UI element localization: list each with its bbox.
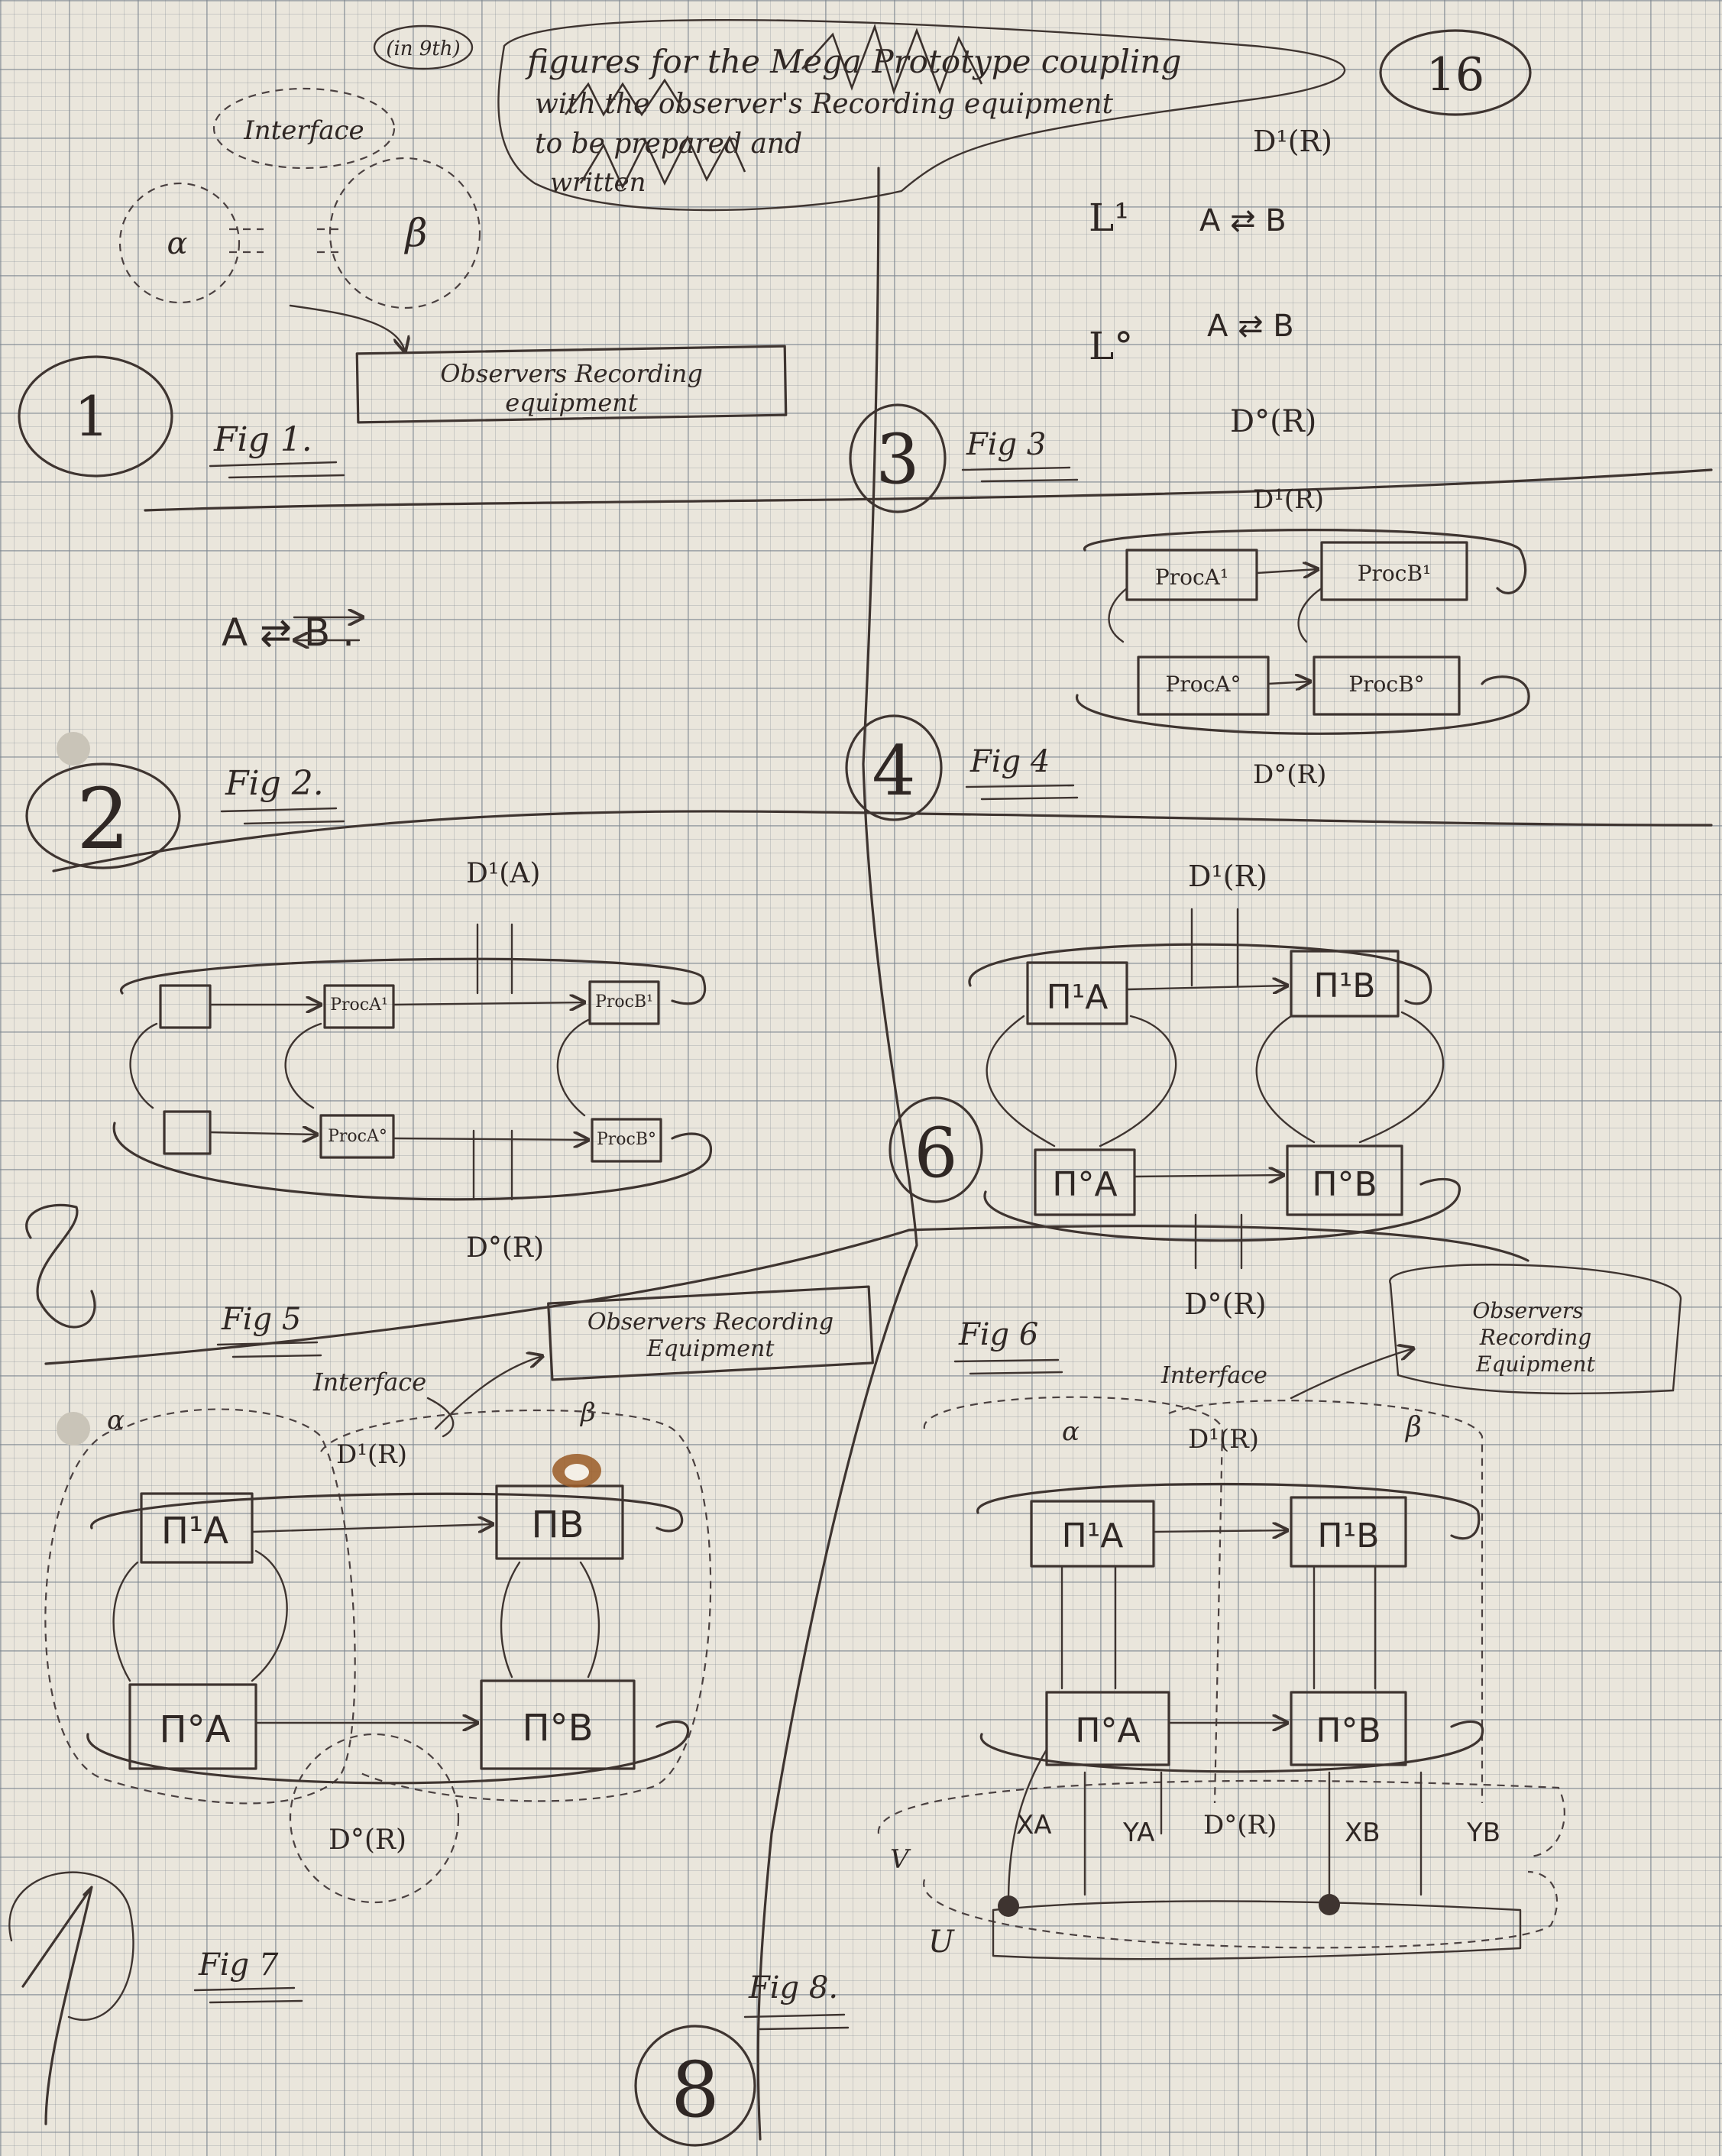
fig5-box-a0: ProcA° — [328, 1127, 387, 1146]
fig6-number: 6 — [914, 1113, 957, 1193]
fig3-caption: Fig 3 — [966, 427, 1046, 462]
fig8-xa: XA — [1016, 1810, 1052, 1840]
fig5-box-b1: ProcB¹ — [595, 992, 653, 1012]
fig7-box-b0: Π°B — [522, 1707, 593, 1750]
fig6-bottom-label: D°(R) — [1184, 1287, 1267, 1321]
fig4-caption: Fig 4 — [969, 744, 1050, 779]
fig7-interface-label: Interface — [312, 1368, 426, 1397]
fig3-L1: L¹ — [1089, 196, 1129, 240]
header-line-3: to be prepared and — [535, 128, 802, 160]
fig7-bottom-label: D°(R) — [329, 1824, 406, 1856]
fig2-number: 2 — [76, 770, 130, 868]
fig6-box-b0: Π°B — [1312, 1165, 1377, 1204]
fig1-recorder-line2: equipment — [505, 388, 638, 417]
fig8-number: 8 — [671, 2045, 720, 2135]
header-line-4: written — [550, 167, 646, 198]
fig4-box-a1: ProcA¹ — [1155, 565, 1228, 590]
fig7-caption: Fig 7 — [198, 1947, 279, 1983]
fig2-caption: Fig 2. — [225, 764, 324, 803]
fig3-number: 3 — [876, 419, 919, 500]
fig4-top-label: D¹(R) — [1253, 484, 1324, 515]
fig3-rel1: A ⇄ B — [1199, 203, 1287, 238]
fig8-box-b0: Π°B — [1316, 1711, 1381, 1750]
figure-4: D¹(R) ProcA¹ ProcB¹ ProcA° ProcB° D°(R) … — [846, 484, 1529, 820]
fig3-bottom-label: D°(R) — [1230, 404, 1316, 439]
header-note: (in 9th) figures for the Mega Prototype … — [374, 20, 1345, 210]
fig8-interface-label: Interface — [1160, 1362, 1267, 1389]
fig8-box-a1: Π¹A — [1062, 1517, 1124, 1555]
fig8-xb: XB — [1345, 1818, 1381, 1848]
fig6-box-a0: Π°A — [1052, 1165, 1117, 1204]
fig5-bottom-label: D°(R) — [466, 1232, 544, 1264]
fig8-sensor-b — [1319, 1894, 1340, 1915]
fig7-box-a0: Π°A — [160, 1708, 231, 1751]
fig8-recorder-line3: Equipment — [1475, 1352, 1595, 1377]
header-corner-tag: (in 9th) — [386, 37, 460, 60]
fig3-L0: L° — [1089, 324, 1133, 368]
fig1-interface-label: Interface — [243, 115, 364, 146]
fig8-box-b1: Π¹B — [1318, 1517, 1380, 1555]
fig8-yb: YB — [1466, 1818, 1500, 1848]
fig4-box-a0: ProcA° — [1166, 672, 1241, 697]
fig1-number: 1 — [74, 384, 109, 448]
header-line-1: figures for the Mega Prototype coupling — [525, 43, 1181, 80]
fig8-sensor-a — [998, 1895, 1019, 1917]
fig6-top-label: D¹(R) — [1188, 859, 1267, 893]
fig6-caption: Fig 6 — [958, 1317, 1038, 1352]
fig5-caption: Fig 5 — [221, 1302, 301, 1337]
fig5-top-label: D¹(A) — [466, 858, 540, 889]
fig7-box-b1: ΠB — [531, 1504, 584, 1546]
fig1-beta: β — [404, 211, 428, 255]
page-number: 16 — [1426, 48, 1484, 102]
punch-hole-top — [57, 732, 90, 766]
fig6-box-a1: Π¹A — [1047, 978, 1109, 1017]
fig1-caption: Fig 1. — [213, 420, 312, 459]
fig7-box-a1: Π¹A — [161, 1510, 228, 1552]
fig7-alpha: α — [107, 1405, 125, 1436]
fig1-recorder-line1: Observers Recording — [440, 359, 703, 388]
figure-8: Observers Recording Equipment Interface … — [636, 1264, 1681, 2145]
fig8-ya: YA — [1122, 1818, 1154, 1848]
figure-5: D¹(A) ProcA¹ ProcB¹ ProcA° ProcB° D°(R) … — [27, 858, 711, 1357]
fig4-box-b1: ProcB¹ — [1358, 561, 1432, 586]
fig5-box-b0: ProcB° — [597, 1130, 656, 1149]
fig8-u: U — [928, 1925, 955, 1960]
fig6-box-b1: Π¹B — [1314, 966, 1376, 1005]
fig1-alpha: α — [167, 226, 187, 261]
fig4-number: 4 — [872, 731, 915, 811]
fig3-rel0: A ⇄ B — [1207, 309, 1294, 344]
fig8-bottom-label: D°(R) — [1203, 1810, 1277, 1840]
fig8-recorder-line2: Recording — [1479, 1325, 1591, 1350]
header-line-2: with the observer's Recording equipment — [535, 89, 1114, 120]
figure-6: D¹(R) Π¹A Π¹B Π°A Π°B D°(R) 6 Fig 6 — [890, 859, 1459, 1374]
fig8-box-a0: Π°A — [1075, 1711, 1140, 1750]
figure-3: D¹(R) L¹ A ⇄ B L° A ⇄ B D°(R) 3 Fig 3 — [850, 125, 1332, 512]
fig8-recorder-line1: Observers — [1472, 1298, 1583, 1323]
fig8-alpha: α — [1062, 1416, 1079, 1447]
fig4-box-b0: ProcB° — [1348, 672, 1424, 697]
fig3-top-label: D¹(R) — [1253, 125, 1332, 158]
fig5-box-a1: ProcA¹ — [330, 995, 388, 1015]
fig8-beta: β — [1404, 1412, 1422, 1443]
fig8-caption: Fig 8. — [748, 1970, 838, 2005]
figure-7: Observers Recording Equipment Interface … — [9, 1287, 872, 2124]
fig7-recorder-line1: Observers Recording — [587, 1309, 833, 1335]
fig4-bottom-label: D°(R) — [1253, 759, 1326, 790]
fig8-v: V — [890, 1844, 911, 1875]
fig8-top-label: D¹(R) — [1188, 1424, 1259, 1455]
fig7-top-label: D¹(R) — [336, 1439, 407, 1470]
fig7-recorder-line2: Equipment — [646, 1335, 775, 1362]
punch-hole-bottom — [57, 1412, 90, 1445]
